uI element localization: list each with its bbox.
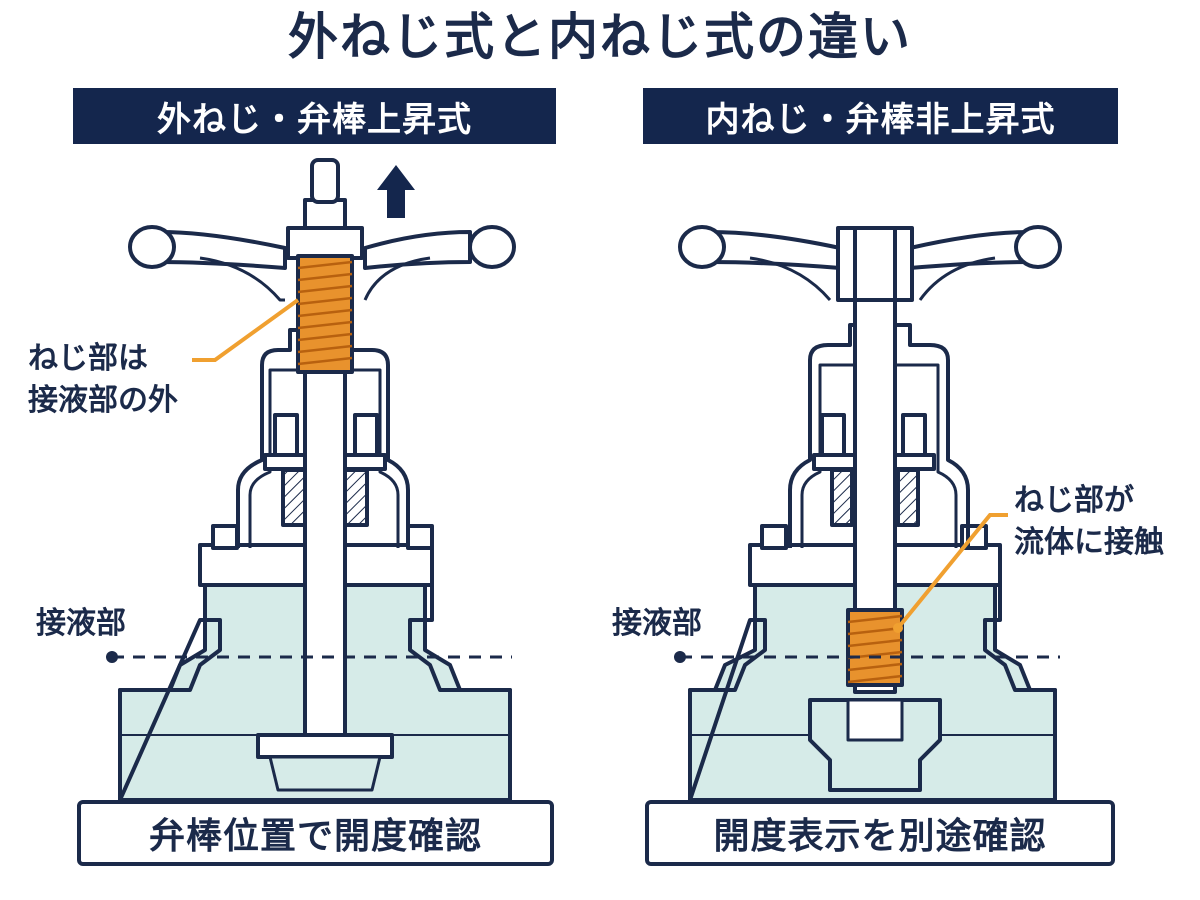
right-handwheel-knob	[678, 225, 726, 269]
right-thread-lines	[847, 614, 903, 684]
left-thread-label-line1: ねじ部は	[28, 341, 148, 376]
right-thread-leader	[896, 513, 1008, 630]
left-valve	[118, 158, 516, 802]
right-gland-bolt	[901, 413, 927, 457]
arrow-up-icon	[377, 165, 415, 218]
left-handwheel	[158, 230, 287, 270]
left-disc	[256, 733, 394, 759]
left-thread-lines	[297, 260, 353, 366]
left-handwheel-knob	[128, 225, 176, 269]
right-handwheel-knob	[1014, 225, 1062, 269]
left-thread-label-line2: 接液部の外	[28, 383, 178, 418]
right-wetted-label: 接液部	[612, 606, 702, 641]
page-title: 外ねじ式と内ねじ式の違い	[288, 8, 912, 66]
right-disc	[808, 698, 942, 792]
left-stem-top	[310, 158, 340, 204]
left-gland-bolt	[353, 413, 379, 457]
left-handwheel-knob	[468, 225, 516, 269]
right-valve	[678, 225, 1062, 802]
left-header: 外ねじ・弁棒上昇式	[73, 88, 556, 144]
left-gland-bolt	[273, 413, 299, 457]
left-footer: 弁棒位置で開度確認	[77, 800, 554, 866]
left-flange-nut	[406, 524, 434, 550]
right-packing	[830, 468, 854, 527]
right-flange-nut	[760, 524, 788, 550]
left-wetted-label: 接液部	[36, 606, 126, 641]
right-packing	[896, 468, 920, 527]
left-packing	[343, 468, 369, 527]
left-packing	[281, 468, 307, 527]
left-flange-nut	[211, 524, 239, 550]
left-thread-leader	[192, 298, 300, 362]
right-gland-bolt	[820, 413, 846, 457]
right-footer: 開度表示を別途確認	[645, 800, 1115, 866]
right-thread	[846, 608, 904, 687]
right-thread-label-line2: 流体に接触	[1014, 525, 1164, 560]
right-thread-label-line1: ねじ部が	[1014, 483, 1134, 518]
right-header: 内ねじ・弁棒非上昇式	[643, 88, 1118, 144]
